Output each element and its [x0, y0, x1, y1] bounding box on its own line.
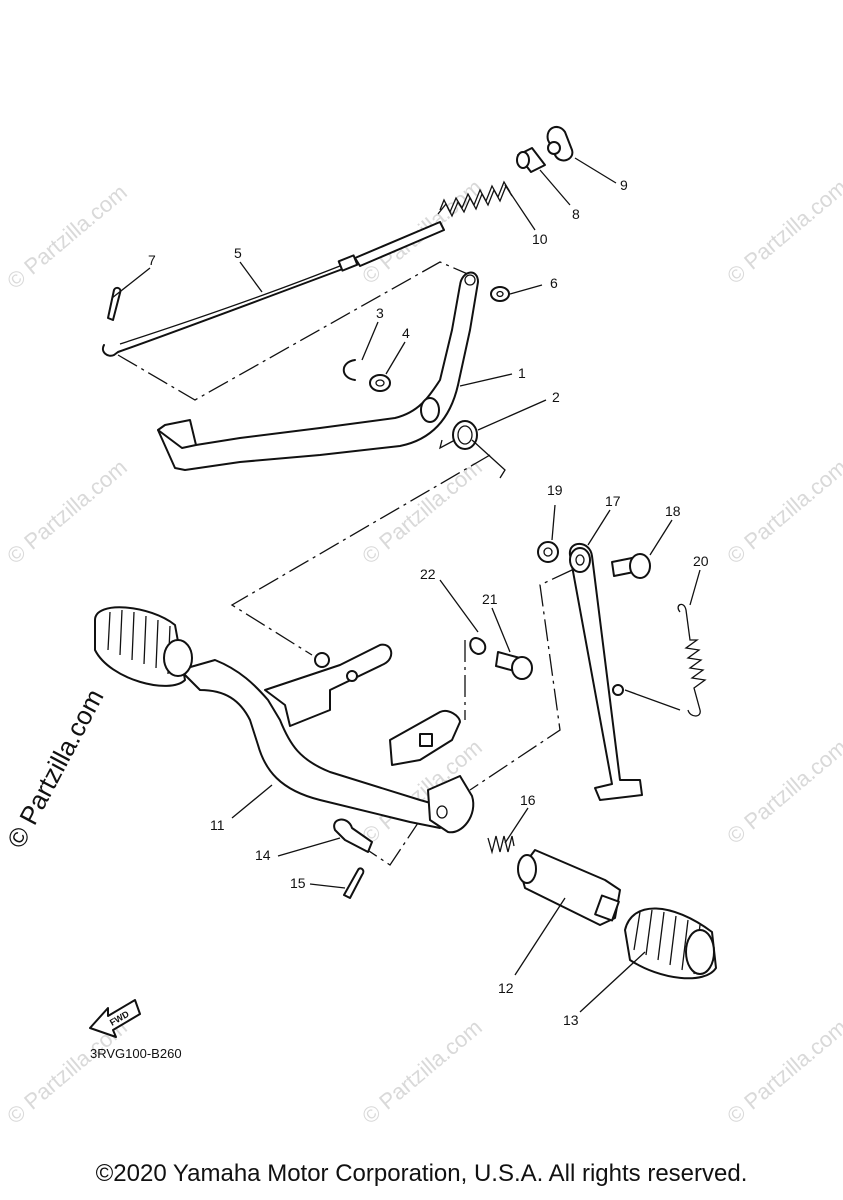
copyright-notice: ©2020 Yamaha Motor Corporation, U.S.A. A…: [95, 1160, 748, 1187]
callout-8: 8: [572, 206, 580, 222]
cotter-pin-15: [343, 867, 365, 899]
footrest-shaft-12: [517, 849, 621, 926]
return-spring-2: [439, 420, 506, 479]
watermark-large: © Partzilla.com: [1, 684, 110, 853]
callout-10: 10: [532, 231, 548, 247]
nut-19: [537, 541, 559, 563]
side-stand-17: [568, 542, 643, 801]
watermark: © Partzilla.com: [2, 179, 132, 293]
callout-3: 3: [376, 305, 384, 321]
callout-16: 16: [520, 792, 536, 808]
callout-18: 18: [665, 503, 681, 519]
assembly-lines: [117, 261, 573, 866]
watermark: © Partzilla.com: [2, 454, 132, 568]
diagram-code: 3RVG100-B260: [90, 1046, 182, 1061]
callout-5: 5: [234, 245, 242, 261]
callout-19: 19: [547, 482, 563, 498]
callout-13: 13: [563, 1012, 579, 1028]
wing-nut-9: [546, 125, 574, 162]
callout-15: 15: [290, 875, 306, 891]
rod-spring: [437, 180, 513, 218]
footrest-rubber-13: [624, 907, 717, 980]
callout-numbers: 1 2 3 4 5 6 7 8 9 10 11 12 13 14 15 16 1…: [148, 177, 709, 1028]
watermark: © Partzilla.com: [722, 1014, 843, 1128]
washer-4: [369, 374, 391, 392]
bolt-18: [611, 553, 651, 579]
callout-11: 11: [210, 817, 225, 833]
callout-4: 4: [402, 325, 410, 341]
callout-9: 9: [620, 177, 628, 193]
brake-pedal: [157, 271, 479, 471]
callout-1: 1: [518, 365, 526, 381]
callout-17: 17: [605, 493, 621, 509]
washer-22: [469, 637, 487, 655]
callout-2: 2: [552, 389, 560, 405]
watermark: © Partzilla.com: [722, 174, 843, 288]
collar-8: [516, 147, 546, 173]
washer-6: [490, 286, 510, 302]
bolt-21: [495, 651, 533, 680]
spring-20: [677, 603, 707, 717]
callout-22: 22: [420, 566, 436, 582]
leader-lines: [111, 157, 701, 1013]
circlip-3: [342, 359, 356, 381]
watermark: © Partzilla.com: [357, 1014, 487, 1128]
fwd-arrow-icon: FWD: [89, 999, 141, 1038]
callout-14: 14: [255, 847, 271, 863]
callout-6: 6: [550, 275, 558, 291]
callout-21: 21: [482, 591, 498, 607]
brake-rod: [102, 221, 445, 357]
spring-16: [487, 835, 515, 855]
pin-14: [333, 818, 373, 853]
watermark: © Partzilla.com: [722, 454, 843, 568]
watermark: © Partzilla.com: [722, 734, 843, 848]
watermark: © Partzilla.com: [357, 454, 487, 568]
cotter-pin-7: [107, 286, 122, 321]
callout-20: 20: [693, 553, 709, 569]
callout-12: 12: [498, 980, 514, 996]
callout-7: 7: [148, 252, 156, 268]
footrest-bar-11: [94, 606, 475, 834]
